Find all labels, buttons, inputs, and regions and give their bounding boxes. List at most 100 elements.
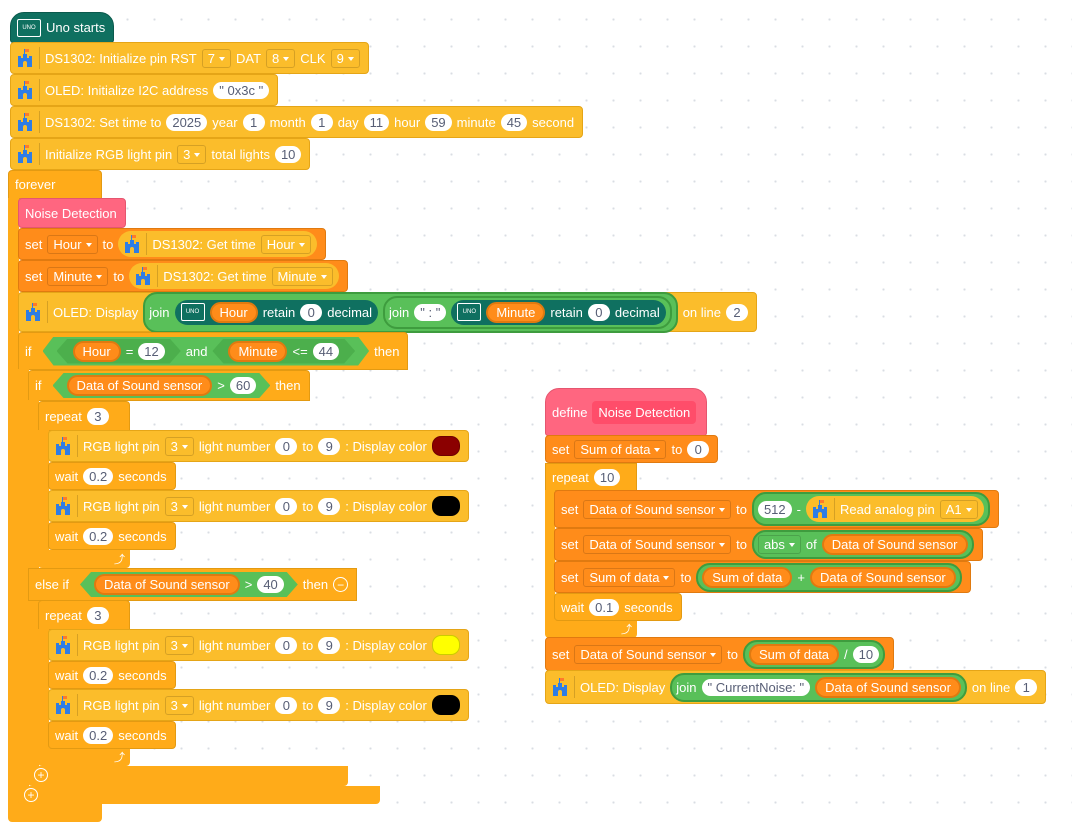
light-to-input[interactable]: 9 <box>318 497 341 515</box>
less-equal-condition[interactable]: Minute <= 44 <box>212 339 355 364</box>
get-time-reporter[interactable]: DS1302: Get time Minute <box>129 263 339 289</box>
remove-branch-minus-icon[interactable]: − <box>333 577 349 592</box>
value-input[interactable]: 512 <box>757 500 792 518</box>
sound-variable[interactable]: Data of Sound sensor <box>810 566 956 588</box>
minute-variable[interactable]: Minute <box>228 341 287 362</box>
rgb-display-color-block[interactable]: RGB light pin 3 light number 0 to 9 : Di… <box>48 490 469 522</box>
variable-dropdown[interactable]: Sum of data <box>574 439 667 459</box>
forever-block[interactable]: forever <box>8 170 102 199</box>
repeat-count-input[interactable]: 10 <box>593 468 621 486</box>
wait-seconds-input[interactable]: 0.1 <box>589 598 620 616</box>
if-block[interactable]: if Hour = 12 and Minute <= 44 then <box>18 332 409 370</box>
else-if-block[interactable]: else if Data of Sound sensor > 40 then − <box>28 568 358 601</box>
compare-value-input[interactable]: 60 <box>230 377 256 394</box>
hour-variable[interactable]: Hour <box>73 341 121 362</box>
hour-input[interactable]: 11 <box>363 113 390 131</box>
pin-dropdown[interactable]: 3 <box>164 436 194 456</box>
add-branch-plus-icon[interactable]: + <box>24 788 38 802</box>
set-sound-divide-block[interactable]: set Data of Sound sensor to Sum of data … <box>545 637 895 671</box>
wait-block[interactable]: wait 0.2 seconds <box>48 721 176 749</box>
sound-variable[interactable]: Data of Sound sensor <box>94 574 240 595</box>
total-lights-input[interactable]: 10 <box>274 145 302 163</box>
compare-value-input[interactable]: 40 <box>257 576 283 593</box>
math-function-dropdown[interactable]: abs <box>757 535 801 554</box>
oled-display-block[interactable]: OLED: Display join UNO Hour retain 0 dec… <box>18 291 758 333</box>
line-input[interactable]: 2 <box>726 303 749 321</box>
greater-than-condition[interactable]: Data of Sound sensor > 60 <box>53 373 271 398</box>
add-reporter[interactable]: Sum of data + Data of Sound sensor <box>696 562 962 592</box>
wait-seconds-input[interactable]: 0.2 <box>83 527 114 545</box>
retain-decimal-reporter[interactable]: UNO Minute retain 0 decimal <box>451 299 666 325</box>
wait-block[interactable]: wait 0.2 seconds <box>48 661 176 689</box>
oled-init-block[interactable]: OLED: Initialize I2C address " 0x3c " <box>10 74 279 106</box>
light-from-input[interactable]: 0 <box>275 636 298 654</box>
decimal-input[interactable]: 0 <box>587 303 610 321</box>
light-from-input[interactable]: 0 <box>275 497 298 515</box>
if-block[interactable]: if Data of Sound sensor > 60 then <box>28 370 310 401</box>
repeat-block[interactable]: repeat 10 <box>545 463 637 491</box>
uno-starts-hat[interactable]: UNO Uno starts <box>10 12 115 43</box>
repeat-count-input[interactable]: 3 <box>86 407 109 425</box>
pin-dropdown[interactable]: 3 <box>164 635 194 655</box>
math-function-reporter[interactable]: abs of Data of Sound sensor <box>751 530 974 559</box>
and-condition[interactable]: Hour = 12 and Minute <= 44 <box>43 337 370 366</box>
second-input[interactable]: 45 <box>500 113 528 131</box>
sound-variable[interactable]: Data of Sound sensor <box>821 534 968 555</box>
month-input[interactable]: 1 <box>242 113 265 131</box>
color-swatch[interactable] <box>431 695 460 715</box>
dat-pin-dropdown[interactable]: 8 <box>266 48 296 68</box>
call-noise-detection-block[interactable]: Noise Detection <box>18 198 126 228</box>
color-swatch[interactable] <box>431 436 460 456</box>
set-hour-block[interactable]: set Hour to DS1302: Get time Hour <box>18 228 326 260</box>
set-sum-block[interactable]: set Sum of data to 0 <box>545 435 719 463</box>
variable-dropdown[interactable]: Hour <box>47 234 98 254</box>
line-input[interactable]: 1 <box>1015 678 1038 696</box>
separator-input[interactable]: " : " <box>414 303 447 321</box>
procedure-name[interactable]: Noise Detection <box>592 400 697 424</box>
rgb-display-color-block[interactable]: RGB light pin 3 light number 0 to 9 : Di… <box>48 629 469 661</box>
color-swatch[interactable] <box>431 496 460 516</box>
light-from-input[interactable]: 0 <box>275 437 298 455</box>
pin-dropdown[interactable]: 3 <box>164 496 194 516</box>
hour-variable[interactable]: Hour <box>209 301 258 323</box>
set-minute-block[interactable]: set Minute to DS1302: Get time Minute <box>18 260 348 292</box>
rgb-display-color-block[interactable]: RGB light pin 3 light number 0 to 9 : Di… <box>48 430 469 462</box>
rgb-pin-dropdown[interactable]: 3 <box>177 144 207 164</box>
rgb-display-color-block[interactable]: RGB light pin 3 light number 0 to 9 : Di… <box>48 689 469 721</box>
light-to-input[interactable]: 9 <box>318 636 341 654</box>
light-from-input[interactable]: 0 <box>275 696 298 714</box>
clk-pin-dropdown[interactable]: 9 <box>330 48 360 68</box>
join-reporter[interactable]: join " : " UNO Minute retain 0 decimal <box>383 295 672 329</box>
time-field-dropdown[interactable]: Hour <box>260 234 311 254</box>
analog-pin-dropdown[interactable]: A1 <box>939 499 978 519</box>
value-input[interactable]: 0 <box>687 440 710 458</box>
text-input[interactable]: " CurrentNoise: " <box>701 678 811 696</box>
wait-seconds-input[interactable]: 0.2 <box>83 467 114 485</box>
variable-dropdown[interactable]: Sum of data <box>583 567 676 587</box>
decimal-input[interactable]: 0 <box>300 303 323 321</box>
ds1302-init-block[interactable]: DS1302: Initialize pin RST 7 DAT 8 CLK 9 <box>10 42 369 74</box>
rst-pin-dropdown[interactable]: 7 <box>201 48 231 68</box>
oled-display-block[interactable]: OLED: Display join " CurrentNoise: " Dat… <box>545 670 1047 704</box>
equals-condition[interactable]: Hour = 12 <box>57 339 181 364</box>
define-hat[interactable]: define Noise Detection <box>545 388 708 436</box>
greater-than-condition[interactable]: Data of Sound sensor > 40 <box>80 572 298 597</box>
sound-variable[interactable]: Data of Sound sensor <box>815 676 961 698</box>
set-sound-abs-block[interactable]: set Data of Sound sensor to abs of Data … <box>554 528 983 561</box>
read-analog-reporter[interactable]: Read analog pin A1 <box>805 496 984 522</box>
ds1302-set-time-block[interactable]: DS1302: Set time to 2025 year 1 month 1 … <box>10 106 584 138</box>
retain-decimal-reporter[interactable]: UNO Hour retain 0 decimal <box>174 299 379 325</box>
sound-variable[interactable]: Data of Sound sensor <box>67 375 213 396</box>
variable-dropdown[interactable]: Minute <box>47 266 109 286</box>
repeat-block[interactable]: repeat 3 <box>38 401 130 431</box>
wait-seconds-input[interactable]: 0.2 <box>83 726 114 744</box>
compare-value-input[interactable]: 44 <box>313 343 339 360</box>
time-field-dropdown[interactable]: Minute <box>271 266 333 286</box>
repeat-count-input[interactable]: 3 <box>86 606 109 624</box>
minute-variable[interactable]: Minute <box>486 301 546 323</box>
value-input[interactable]: 10 <box>852 645 880 663</box>
wait-block[interactable]: wait 0.2 seconds <box>48 462 176 490</box>
get-time-reporter[interactable]: DS1302: Get time Hour <box>118 231 317 257</box>
wait-block[interactable]: wait 0.1 seconds <box>554 593 682 621</box>
sum-variable[interactable]: Sum of data <box>702 566 793 588</box>
